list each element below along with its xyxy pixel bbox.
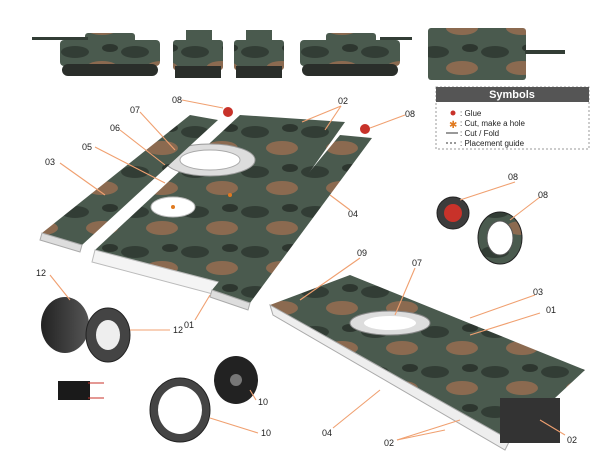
tank-top-view [428,28,565,80]
symbol-label-cut-hole: : Cut, make a hole [460,119,525,128]
callout-12: 12 [36,268,46,278]
callout-08: 08 [405,109,415,119]
track-guard-right [209,135,372,311]
symbol-label-glue: : Glue [460,109,482,118]
symbols-legend: Symbols : Glue ✱ : Cut, make a hole : Cu… [435,86,590,150]
symbols-title: Symbols [489,89,535,101]
hull-assembled-view [269,275,585,451]
leader-lines [49,99,566,441]
track-guard-left [39,115,218,253]
turret-ring-parts [436,196,523,265]
callout-01: 01 [546,305,556,315]
callout-07: 07 [412,258,422,268]
callout-07: 07 [130,105,140,115]
callout-03: 03 [45,157,55,167]
glue-point-marker [223,107,233,117]
callout-03: 03 [533,287,543,297]
callout-02: 02 [338,96,348,106]
glue-dot-icon [450,110,456,116]
callout-08: 08 [538,190,548,200]
callout-04: 04 [348,209,358,219]
callout-10: 10 [261,428,271,438]
tank-side-view-right [300,33,412,76]
strip-piece [58,381,104,400]
symbol-label-cut-fold: : Cut / Fold [460,129,499,138]
cut-hole-asterisk-icon: ✱ [449,120,457,131]
wheel-drum-12 [41,297,131,363]
tank-rear-view [173,30,223,78]
callout-02: 02 [567,435,577,445]
callout-05: 05 [82,142,92,152]
callout-06: 06 [110,123,120,133]
callout-numbers: 08 02 08 07 06 05 03 04 01 08 08 09 07 0… [36,95,577,448]
callout-12: 12 [173,325,183,335]
callout-04: 04 [322,428,332,438]
tank-front-view [234,30,284,78]
callout-09: 09 [357,248,367,258]
callout-08: 08 [508,172,518,182]
tank-side-view-left [32,33,160,76]
callout-10: 10 [258,397,268,407]
symbol-label-placement: : Placement guide [460,139,525,148]
callout-08: 08 [172,95,182,105]
callout-01: 01 [184,320,194,330]
hull-main-part [91,115,345,299]
callout-02: 02 [384,438,394,448]
glue-point-marker [360,124,370,134]
wheel-ring-10 [149,356,258,443]
